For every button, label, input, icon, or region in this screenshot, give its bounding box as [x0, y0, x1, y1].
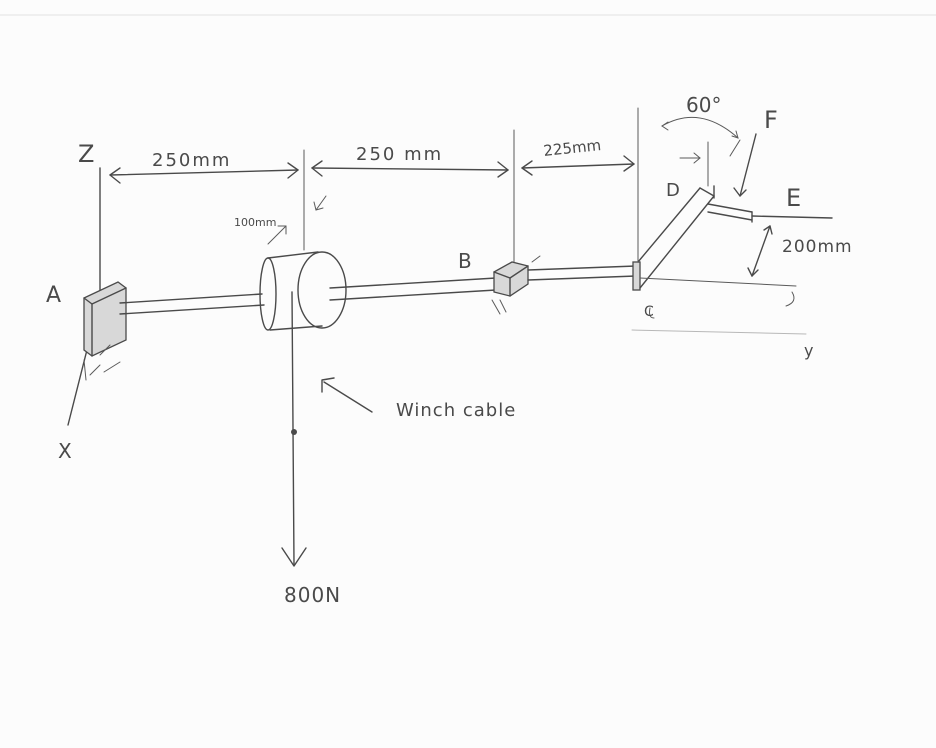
angle-label: 60°	[686, 93, 721, 117]
load-label: 800N	[284, 583, 341, 607]
rotation-arc-right	[785, 291, 795, 307]
force-f-arrow	[679, 133, 757, 197]
dim-arm-label: 200mm	[782, 237, 853, 257]
winch-drum	[259, 251, 347, 331]
dimension-arrow-ab-left	[109, 162, 299, 184]
dimension-arrow-radius	[267, 195, 327, 245]
cable-pointer-arrow	[321, 377, 373, 413]
dim-ab-right-label: 250 mm	[356, 144, 443, 165]
y-axis-line	[639, 277, 797, 287]
bearing-b	[491, 255, 541, 315]
point-b-label: B	[458, 249, 472, 273]
dim-bc-label: 225mm	[543, 136, 602, 160]
axis-z-label: Z	[78, 140, 94, 168]
rotation-arc-left	[649, 307, 655, 319]
crank-arm	[632, 185, 833, 291]
dimension-arrow-arm	[747, 225, 773, 277]
point-f-label: F	[764, 106, 778, 134]
point-a-label: A	[46, 283, 61, 308]
bearing-a	[83, 281, 127, 381]
angle-arc	[661, 116, 739, 139]
winch-cable	[281, 291, 307, 567]
point-c-label: C	[644, 304, 654, 320]
dimension-arrow-ab-right	[311, 160, 509, 178]
axis-x-label: X	[58, 439, 72, 463]
dim-radius-label: 100mm	[234, 216, 276, 229]
y-axis-faint-line	[631, 329, 807, 335]
dim-ab-left-label: 250mm	[152, 150, 231, 171]
axis-y-label: y	[804, 341, 813, 360]
shaft-segment-3	[527, 265, 637, 281]
shaft-segment-2	[329, 277, 497, 301]
dimension-arrow-bc	[521, 155, 635, 176]
shaft-segment-1	[119, 293, 265, 315]
cable-note-label: Winch cable	[396, 400, 516, 421]
point-e-label: E	[786, 184, 801, 212]
point-d-label: D	[666, 180, 680, 201]
